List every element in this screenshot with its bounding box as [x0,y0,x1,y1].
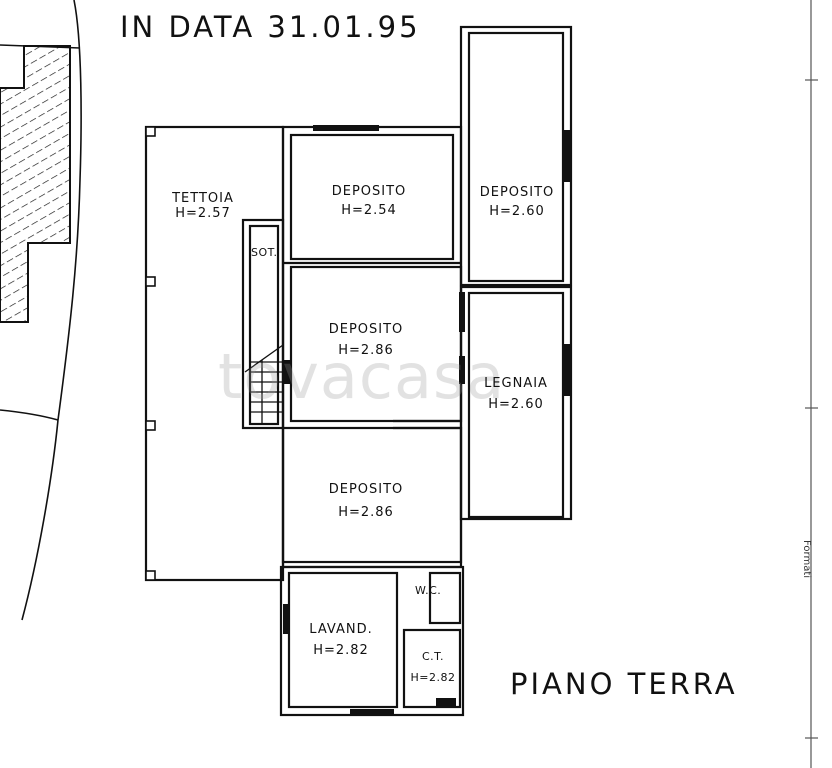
room-deposito-mid: DEPOSITO H=2.86 [296,322,436,358]
room-name: TETTOIA [172,191,234,206]
floor-name: PIANO TERRA [510,667,738,701]
room-height: H=2.82 [313,643,369,658]
date-title: IN DATA 31.01.95 [120,10,421,44]
room-name: DEPOSITO [479,185,555,200]
site-boundary [0,0,82,621]
room-sottoscala: SOT. [251,246,278,259]
room-height: H=2.57 [175,206,231,221]
room-deposito-top: DEPOSITO H=2.54 [306,184,432,218]
side-label: Formati [801,540,812,579]
room-height: H=2.54 [341,203,397,218]
room-name: C.T. [421,650,445,663]
room-deposito-low: DEPOSITO H=2.86 [296,482,436,520]
neighbor-building [0,45,71,323]
room-name: DEPOSITO [328,482,404,497]
room-name: DEPOSITO [328,322,404,337]
room-tettoia: TETTOIA H=2.57 [160,191,246,221]
side-rule [805,0,818,768]
building-walls [144,25,573,717]
tettoia-pillars [145,126,156,581]
stair-treads [244,344,284,424]
room-centrale-termica: C.T. H=2.82 [407,650,459,684]
room-name: DEPOSITO [331,184,407,199]
window-openings [283,125,570,715]
room-deposito-right: DEPOSITO H=2.60 [466,185,568,219]
watermark: tovacasa [218,340,506,413]
room-height: H=2.60 [488,397,544,412]
room-height: H=2.60 [489,204,545,219]
room-height: H=2.86 [338,343,394,358]
room-wc: W.C. [415,584,442,597]
room-height: H=2.82 [410,671,456,684]
room-name: LEGNAIA [484,376,548,391]
room-lavanderia: LAVAND. H=2.82 [296,622,386,658]
room-legnaia: LEGNAIA H=2.60 [468,376,564,412]
room-height: H=2.86 [338,505,394,520]
room-name: LAVAND. [309,622,373,637]
